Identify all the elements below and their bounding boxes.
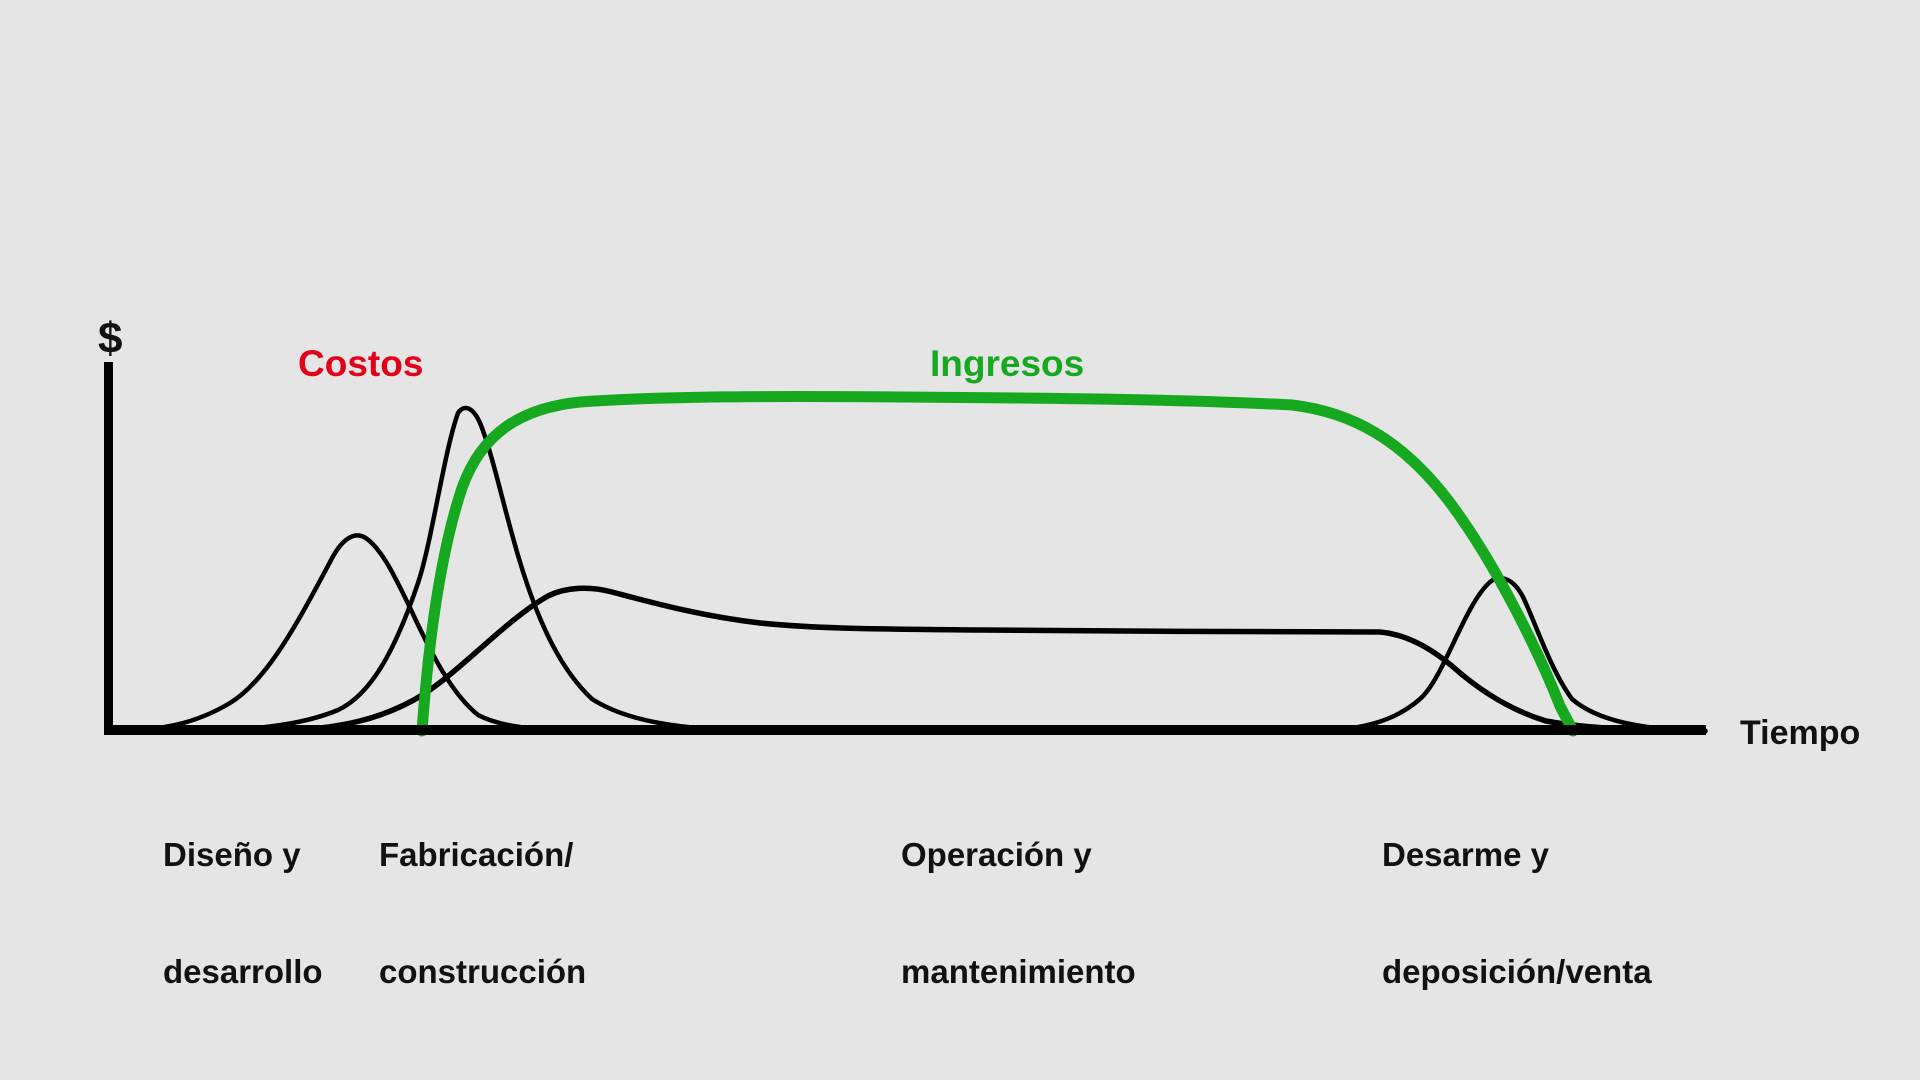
phase-label-fabricacion-construccion: Fabricación/ construcción bbox=[379, 758, 586, 1070]
phase-label-desarme-deposicion: Desarme y deposición/venta bbox=[1382, 758, 1652, 1070]
chart-axes bbox=[104, 362, 1706, 735]
curve-operacion-mantenimiento bbox=[275, 585, 1708, 734]
x-axis-line bbox=[104, 725, 1706, 735]
phase-label-line1: Fabricación/ bbox=[379, 835, 574, 873]
phase-label-line1: Operación y bbox=[901, 835, 1092, 873]
y-axis-line bbox=[104, 362, 113, 734]
phase-label-line2: deposición/venta bbox=[1382, 952, 1652, 990]
curve-fabricacion-construccion bbox=[167, 405, 823, 734]
x-axis-label: Tiempo bbox=[1740, 714, 1861, 752]
y-axis-label: $ bbox=[98, 314, 123, 363]
phase-label-line2: desarrollo bbox=[163, 952, 323, 990]
curve-diseno-desarrollo bbox=[107, 533, 703, 734]
phase-label-operacion-mantenimiento: Operación y mantenimiento bbox=[901, 758, 1136, 1070]
phase-label-line2: mantenimiento bbox=[901, 952, 1136, 990]
curve-desarme-deposicion bbox=[1317, 576, 1708, 734]
phase-label-diseno-desarrollo: Diseño y desarrollo bbox=[163, 758, 323, 1070]
series-label-costos: Costos bbox=[298, 343, 424, 384]
phase-label-line1: Diseño y bbox=[163, 835, 301, 873]
phase-label-line1: Desarme y bbox=[1382, 835, 1549, 873]
curve-ingresos bbox=[416, 391, 1579, 737]
phase-label-line2: construcción bbox=[379, 952, 587, 990]
series-label-ingresos: Ingresos bbox=[930, 343, 1085, 384]
